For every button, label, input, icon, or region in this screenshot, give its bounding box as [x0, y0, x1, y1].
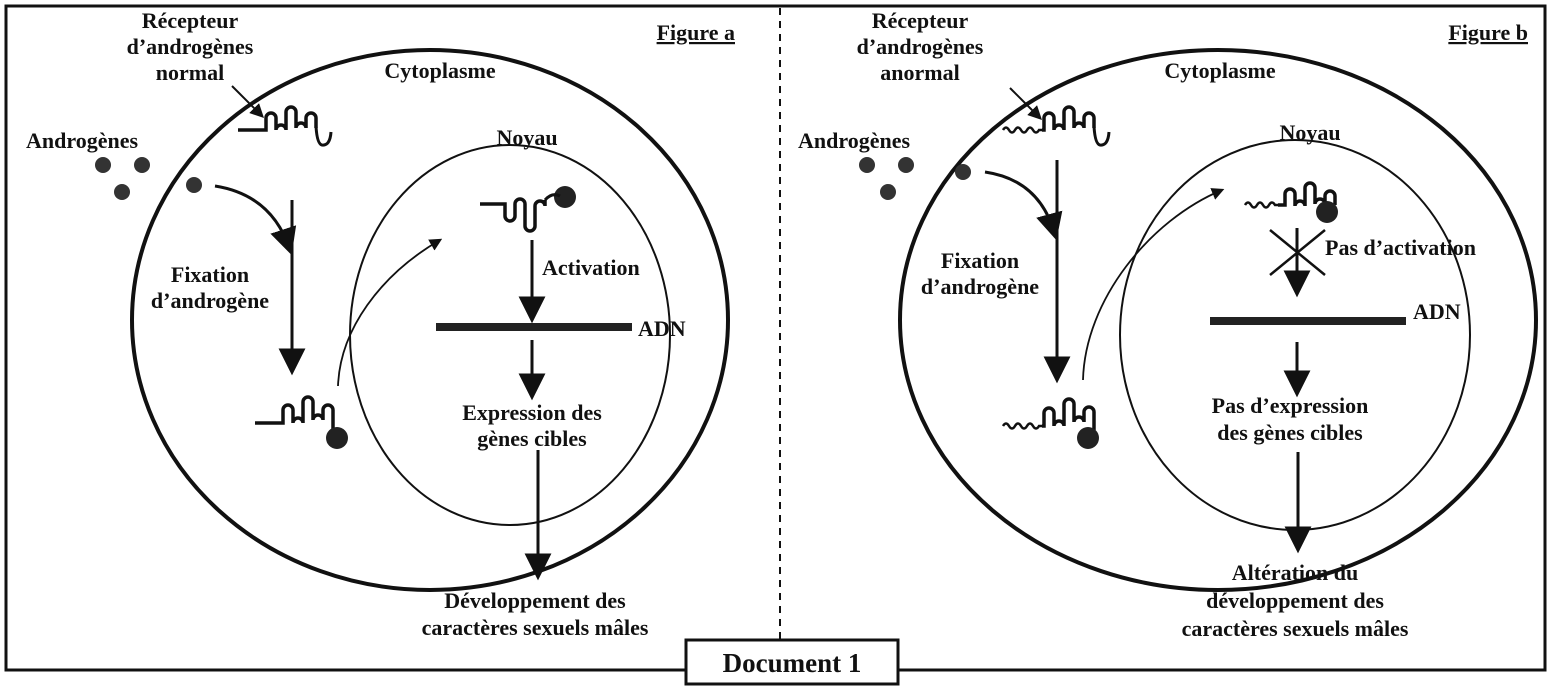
outcome-label-b-3: caractères sexuels mâles	[1182, 616, 1409, 641]
dna-label-b: ADN	[1413, 299, 1461, 324]
androgen-molecule-icon	[95, 157, 202, 200]
dna-bar-a	[436, 323, 632, 331]
androgen-molecules-b	[859, 157, 971, 200]
binding-label-b-2: d’androgène	[921, 274, 1039, 299]
activation-label-b: Pas d’activation	[1325, 235, 1476, 260]
receptor-label-a-2: d’androgènes	[127, 34, 254, 59]
receptor-label-b-1: Récepteur	[872, 8, 969, 33]
nuclear-abnormal-receptor-icon	[1243, 181, 1338, 223]
figure-a-label: Figure a	[657, 20, 735, 45]
expression-label-a-2: gènes cibles	[477, 426, 587, 451]
binding-arrow-b	[984, 170, 1063, 241]
receptor-pointer-a	[231, 85, 264, 118]
binding-label-b-1: Fixation	[941, 248, 1019, 273]
nucleus-envelope-a	[349, 144, 671, 526]
androgens-label-a: Androgènes	[26, 128, 138, 153]
binding-arrow-a	[214, 184, 297, 256]
nuclear-import-arrow-a	[337, 238, 443, 387]
receptor-label-b-3: anormal	[880, 60, 959, 85]
outcome-label-b-1: Altération du	[1232, 560, 1359, 585]
receptor-pointer-b	[1009, 87, 1042, 120]
panel-a: Figure a Cytoplasme Noyau Récepteur d’an…	[26, 8, 735, 640]
figure-b-label: Figure b	[1448, 20, 1528, 45]
receptor-label-a-1: Récepteur	[142, 8, 239, 33]
abnormal-receptor-icon	[1001, 105, 1111, 147]
receptor-label-b-2: d’androgènes	[857, 34, 984, 59]
expression-label-a-1: Expression des	[462, 400, 602, 425]
cytoplasm-label-a: Cytoplasme	[384, 58, 495, 83]
cytoplasm-label-b: Cytoplasme	[1164, 58, 1275, 83]
cell-membrane-a	[130, 48, 730, 592]
dna-label-a: ADN	[638, 316, 686, 341]
expression-label-b-1: Pas d’expression	[1212, 393, 1369, 418]
androgens-label-b: Androgènes	[798, 128, 910, 153]
nuclear-receptor-icon	[480, 186, 576, 233]
bound-receptor-icon	[255, 395, 348, 449]
nucleus-label-b: Noyau	[1279, 120, 1340, 145]
cell-membrane-b	[898, 48, 1538, 592]
nuclear-import-arrow-b	[1082, 188, 1225, 381]
receptor-label-a-3: normal	[156, 60, 224, 85]
outcome-label-b-2: développement des	[1206, 588, 1384, 613]
nucleus-label-a: Noyau	[496, 125, 557, 150]
document-title-box: Document 1	[684, 638, 900, 686]
bound-abnormal-receptor-icon	[1001, 397, 1099, 449]
outcome-label-a-1: Développement des	[444, 588, 626, 613]
document-title: Document 1	[723, 648, 862, 678]
outcome-label-a-2: caractères sexuels mâles	[422, 615, 649, 640]
normal-receptor-icon	[238, 105, 333, 147]
binding-label-a-2: d’androgène	[151, 288, 269, 313]
cross-icon	[1269, 229, 1326, 276]
dna-bar-b	[1210, 317, 1406, 325]
panel-b: Figure b Cytoplasme Noyau Récepteur d’an…	[798, 8, 1538, 641]
activation-label-a: Activation	[542, 255, 640, 280]
binding-label-a-1: Fixation	[171, 262, 249, 287]
expression-label-b-2: des gènes cibles	[1217, 420, 1363, 445]
